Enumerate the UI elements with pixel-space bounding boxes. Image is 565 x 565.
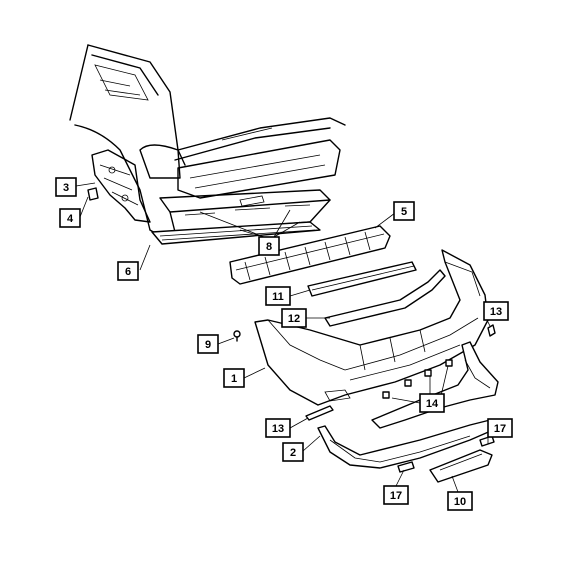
part-13-reflector-right bbox=[487, 324, 496, 337]
callout-label: 9 bbox=[205, 339, 211, 351]
callout-label: 6 bbox=[125, 266, 131, 278]
part-3-side-bracket bbox=[91, 149, 151, 223]
part-13-reflector-left bbox=[305, 405, 334, 421]
callout-17-right: 17 bbox=[487, 418, 513, 438]
callout-label: 10 bbox=[454, 496, 466, 508]
callout-4: 4 bbox=[59, 208, 81, 228]
callout-3: 3 bbox=[55, 177, 77, 197]
callout-label: 17 bbox=[494, 423, 506, 435]
callout-13-left: 13 bbox=[265, 418, 291, 438]
callout-label: 8 bbox=[266, 241, 272, 253]
callout-6: 6 bbox=[117, 261, 139, 281]
callout-1: 1 bbox=[223, 368, 245, 388]
callout-17-left: 17 bbox=[383, 485, 409, 505]
part-1-bumper-fascia bbox=[254, 249, 489, 406]
callout-label: 13 bbox=[490, 306, 502, 318]
vehicle-rear-body bbox=[69, 44, 346, 237]
callout-13-right: 13 bbox=[483, 301, 509, 321]
callout-2: 2 bbox=[282, 442, 304, 462]
part-5-energy-absorber bbox=[229, 225, 391, 285]
callout-label: 11 bbox=[272, 291, 284, 303]
part-11-grille-strip bbox=[307, 261, 417, 297]
callout-label: 3 bbox=[63, 182, 69, 194]
part-14-clips bbox=[382, 359, 453, 399]
callout-11: 11 bbox=[265, 286, 291, 306]
part-12-upper-trim bbox=[324, 269, 446, 327]
callout-label: 1 bbox=[231, 373, 237, 385]
callout-label: 5 bbox=[401, 206, 407, 218]
part-17-bracket-left bbox=[397, 461, 415, 473]
callout-10: 10 bbox=[447, 491, 473, 511]
callout-label: 2 bbox=[290, 447, 296, 459]
part-4-clip bbox=[87, 187, 99, 201]
callout-8: 8 bbox=[258, 236, 280, 256]
callout-label: 12 bbox=[288, 313, 300, 325]
callout-label: 4 bbox=[67, 213, 74, 225]
callout-9: 9 bbox=[197, 334, 219, 354]
part-9-screw bbox=[233, 330, 241, 342]
part-10-lower-valance bbox=[371, 341, 499, 483]
leader-lines bbox=[75, 182, 491, 493]
callout-14: 14 bbox=[419, 393, 445, 413]
callout-5: 5 bbox=[393, 201, 415, 221]
callout-12: 12 bbox=[281, 308, 307, 328]
callout-label: 13 bbox=[272, 423, 284, 435]
callout-label: 17 bbox=[390, 490, 402, 502]
callout-label: 14 bbox=[426, 398, 439, 410]
part-6-step-pad bbox=[151, 221, 321, 245]
